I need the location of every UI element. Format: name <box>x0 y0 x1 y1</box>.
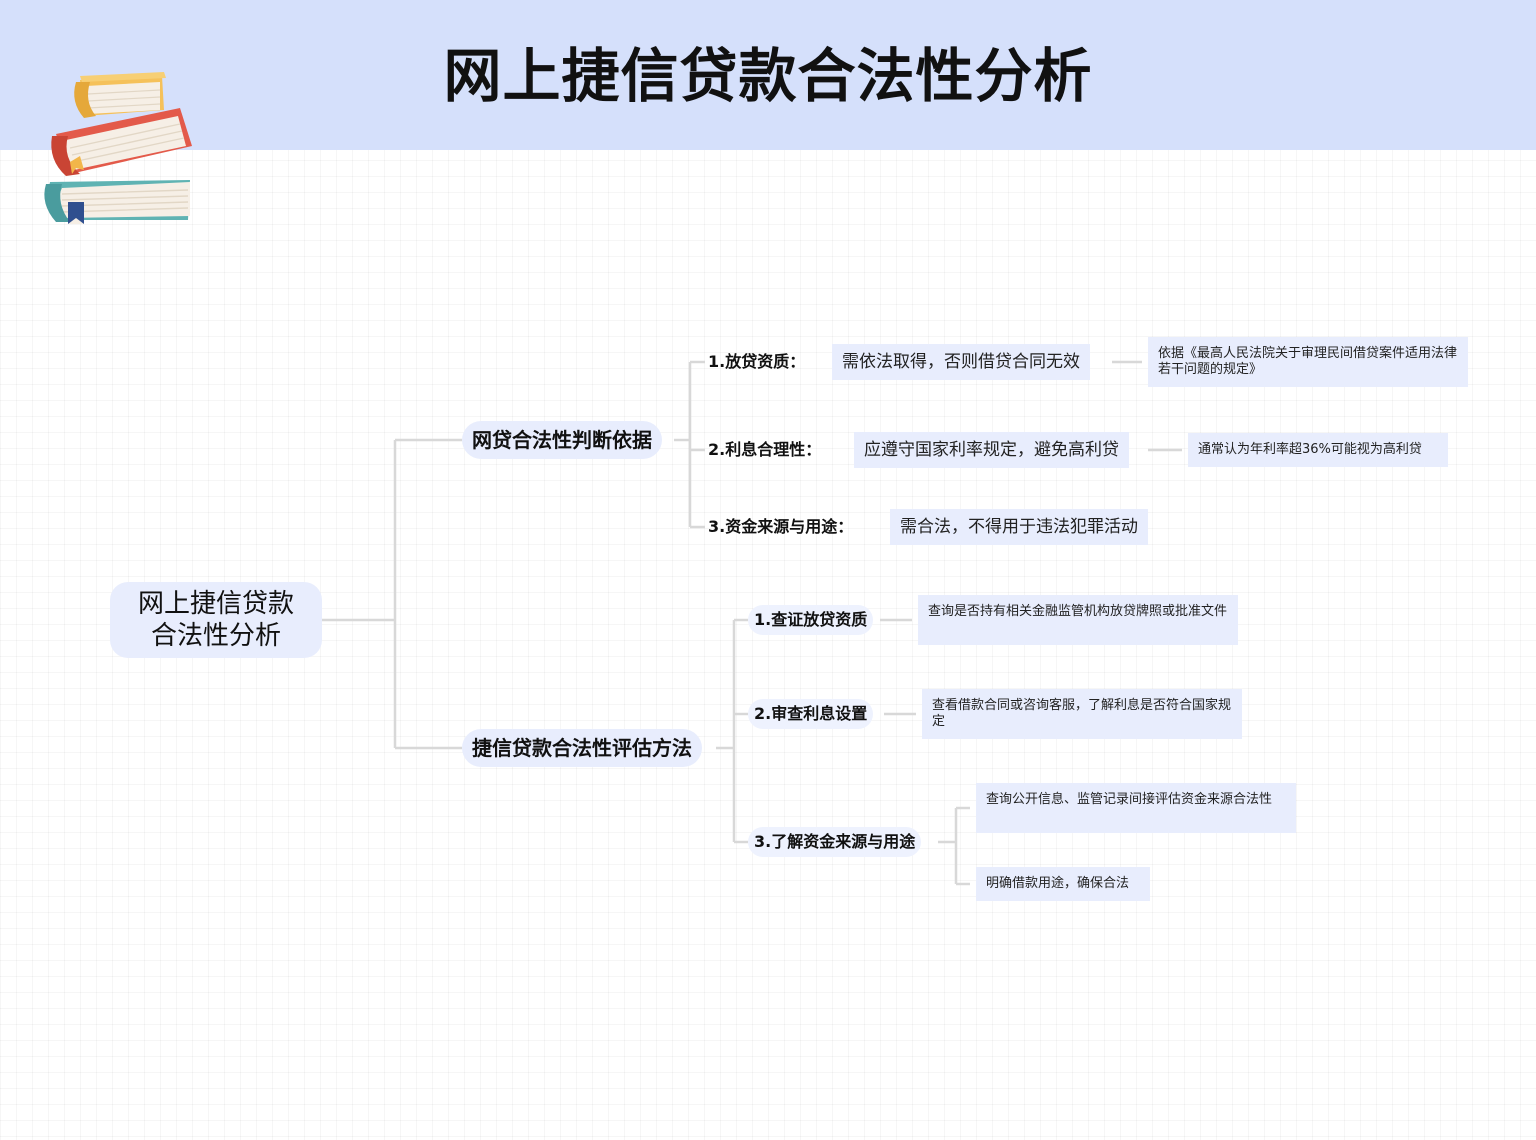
root-topic-line2: 合法性分析 <box>150 621 281 651</box>
branch-assessment-methods[interactable]: 捷信贷款合法性评估方法 <box>462 729 702 767</box>
note-verify-license[interactable]: 查询是否持有相关金融监管机构放贷牌照或批准文件 <box>918 595 1238 645</box>
desc-fund-source-usage[interactable]: 需合法，不得用于违法犯罪活动 <box>890 509 1148 545</box>
subtopic-fund-source-usage[interactable]: 3.资金来源与用途： <box>708 517 854 536</box>
subtopic-lending-qualification[interactable]: 1.放贷资质： <box>708 352 806 371</box>
subtopic-fund-source[interactable]: 3.了解资金来源与用途 <box>748 827 922 857</box>
subtopic-review-interest[interactable]: 2.审查利息设置 <box>748 699 874 729</box>
branch-legality-basis[interactable]: 网贷合法性判断依据 <box>462 421 662 459</box>
root-topic[interactable]: 网上捷信贷款 合法性分析 <box>110 582 322 658</box>
note-public-records[interactable]: 查询公开信息、监管记录间接评估资金来源合法性 <box>976 783 1296 833</box>
note-review-contract[interactable]: 查看借款合同或咨询客服，了解利息是否符合国家规定 <box>922 689 1242 739</box>
note-legal-basis[interactable]: 依据《最高人民法院关于审理民间借贷案件适用法律若干问题的规定》 <box>1148 337 1468 387</box>
desc-lending-qualification[interactable]: 需依法取得，否则借贷合同无效 <box>832 344 1090 380</box>
subtopic-verify-qualification[interactable]: 1.查证放贷资质 <box>748 605 874 635</box>
note-loan-purpose[interactable]: 明确借款用途，确保合法 <box>976 867 1150 901</box>
subtopic-interest-reasonableness[interactable]: 2.利息合理性： <box>708 440 822 459</box>
books-icon <box>44 72 192 224</box>
desc-interest-reasonableness[interactable]: 应遵守国家利率规定，避免高利贷 <box>854 432 1129 468</box>
page-title: 网上捷信贷款合法性分析 <box>443 42 1093 110</box>
note-usury-threshold[interactable]: 通常认为年利率超36%可能视为高利贷 <box>1188 433 1448 467</box>
header-banner <box>0 0 1536 150</box>
root-topic-line1: 网上捷信贷款 <box>137 589 294 619</box>
